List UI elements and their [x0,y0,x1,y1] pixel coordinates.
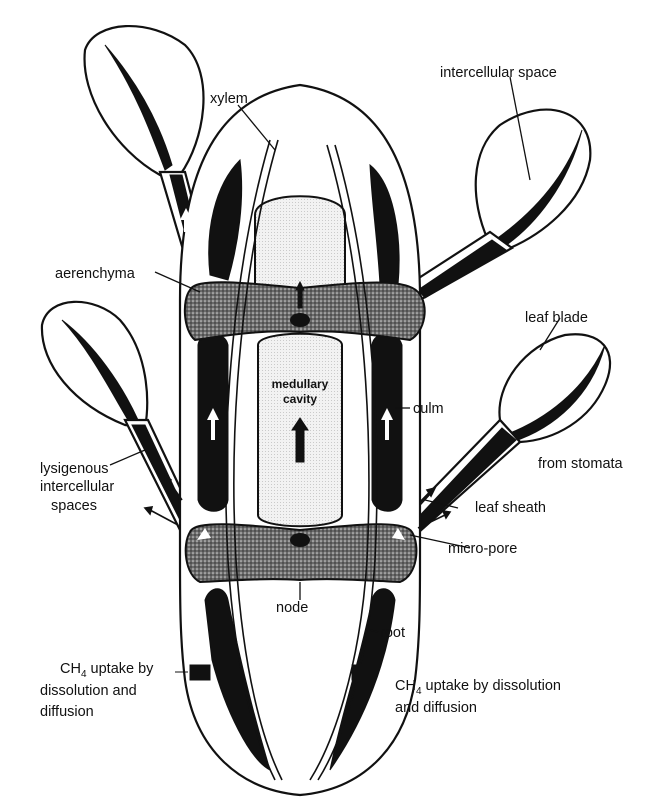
label-lysigenous: lysigenous [40,461,109,477]
label-spaces: spaces [51,498,97,514]
label-xylem: xylem [210,91,248,107]
label-medullary: medullary [272,377,329,391]
label-right-uptake-line2: and diffusion [395,700,477,716]
label-intercellular: intercellular [40,479,114,495]
label-leaf-sheath: leaf sheath [475,500,546,516]
label-from-stomata: from stomata [538,456,624,472]
label-root: root [380,625,405,641]
upper-medullary-cavity [255,196,345,290]
label-intercellular-space: intercellular space [440,65,557,81]
label-culm: culm [413,401,444,417]
label-right-uptake-line1: CH4 uptake by dissolution [395,678,561,697]
aerenchyma-band-node [186,524,417,582]
label-micro-pore: micro-pore [448,541,517,557]
lower-node-knob [290,533,310,547]
aerenchyma-band-upper [185,282,425,340]
label-left-uptake-line3: diffusion [40,704,94,720]
upper-node-knob [290,313,310,327]
label-aerenchyma: aerenchyma [55,266,136,282]
label-left-uptake-line1: CH4 uptake by [60,661,154,680]
label-left-uptake-line2: dissolution and [40,683,137,699]
label-node: node [276,600,308,616]
leaf-upper-right [408,110,590,300]
label-leaf-blade: leaf blade [525,310,588,326]
label-cavity: cavity [283,392,317,406]
